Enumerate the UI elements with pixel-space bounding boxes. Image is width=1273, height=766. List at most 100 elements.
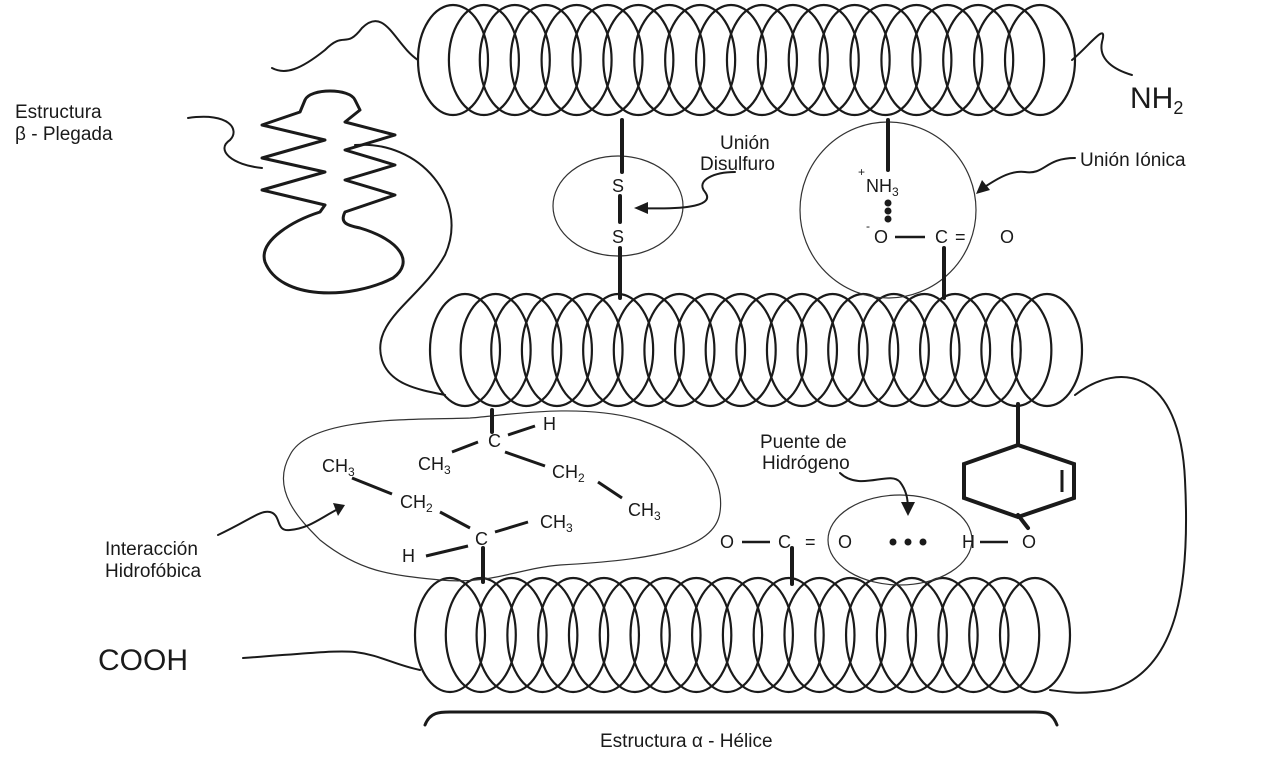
disulfide-label-line1: Unión <box>720 133 770 154</box>
helix-coil-loop <box>919 292 992 408</box>
helix-coil-loop <box>428 292 502 408</box>
helix-coil-loop <box>602 3 675 117</box>
helix-coil-loop <box>537 576 610 694</box>
hbond-dot-3 <box>919 538 927 546</box>
helix-coil-loop <box>783 576 856 694</box>
helix-coil-loop <box>509 3 582 117</box>
lower-ch3: CH3 <box>540 512 573 535</box>
carbonyl-carbon: C <box>778 532 791 552</box>
beta-sheet-label-line1: Estructura <box>15 102 102 123</box>
helix-coil-loop <box>612 292 685 408</box>
hbond-dot-1 <box>889 538 897 546</box>
carboxylate-oxygen-double: O <box>1000 227 1014 247</box>
terminal-ch3-left: CH3 <box>322 456 355 479</box>
upper-c-ch2-bond <box>504 450 546 468</box>
helix-coil-loop <box>413 576 487 694</box>
helix-coil-loop <box>664 3 737 117</box>
cooh-terminal-chain <box>242 650 421 671</box>
helix-coil-loop <box>880 3 953 117</box>
helix-coil-loop <box>478 3 551 117</box>
hydroxyl-oxygen: O <box>1022 532 1036 552</box>
helix-coil-loop <box>911 3 984 117</box>
ionic-bond-label: Unión Iónica <box>1080 150 1186 171</box>
helix-coil-loop <box>725 3 799 117</box>
helix-coil-loop <box>629 576 702 694</box>
helix-coil-loop <box>787 3 860 117</box>
helix-coil-loop <box>857 292 930 408</box>
helix-coil-loop <box>582 292 655 408</box>
ionic-label-arrow <box>979 157 1076 191</box>
lower-carbon: C <box>475 529 488 549</box>
lower-ch2-c-bond <box>439 510 471 530</box>
carboxylate-double-bond: = <box>955 227 966 247</box>
helix-coil-loop <box>660 576 733 694</box>
helix-coil-loop <box>506 576 579 694</box>
hydrophobic-blob <box>282 410 722 582</box>
hydrophobic-arrowhead <box>333 503 345 516</box>
backbone-top-to-beta <box>271 20 419 72</box>
helix-coil-loop <box>459 292 532 408</box>
helix-coil-loop <box>416 3 490 117</box>
lower-ch3-ch2-bond <box>351 476 393 496</box>
nh3-group: NH3 <box>866 176 899 199</box>
helix-coil-loop <box>844 576 918 694</box>
helix-coil-loop <box>447 3 520 117</box>
helix-coil-loop <box>633 3 706 117</box>
hydrophobic-label-arrow <box>217 507 341 536</box>
disulfide-arrowhead <box>634 202 648 214</box>
disulfide-label-line2: Disulfuro <box>700 154 775 175</box>
sulfur-atom-top: S <box>612 176 624 196</box>
hydrogen-bond-label-line2: Hidrógeno <box>762 453 850 474</box>
helix-coil-loop <box>551 292 624 408</box>
alpha-helix-middle <box>428 292 1084 408</box>
nh2-terminal-label: NH2 <box>1130 82 1183 118</box>
helix-coil-loop <box>942 3 1015 117</box>
beta-label-arrow <box>187 115 263 169</box>
helix-coil-loop <box>980 292 1053 408</box>
helix-coil-loop <box>752 576 825 694</box>
upper-c-ch3-bond <box>451 440 479 454</box>
backbone-beta-to-mid <box>354 143 453 396</box>
helix-coil-loop <box>704 292 777 408</box>
helix-coil-loop <box>949 292 1022 408</box>
nh2-terminal-chain <box>1071 32 1133 76</box>
helix-coil-loop <box>906 576 979 694</box>
hydrophobic-label-line2: Hidrofóbica <box>105 561 202 582</box>
hydroxyl-hydrogen: H <box>962 532 975 552</box>
upper-c-h-bond <box>507 424 536 437</box>
helix-coil-loop <box>756 3 829 117</box>
ionic-dot-1 <box>884 199 892 207</box>
backbone-mid-to-bottom <box>1049 376 1188 694</box>
alpha-helix-label: Estructura α - Hélice <box>600 731 773 752</box>
alpha-helix-brace <box>423 710 1059 727</box>
helix-coil-loop <box>827 292 900 408</box>
upper-hydrogen: H <box>543 414 556 434</box>
phenol-ring <box>962 442 1076 520</box>
upper-carbon: C <box>488 431 501 451</box>
helix-coil-loop <box>520 292 593 408</box>
helix-coil-loop <box>694 3 768 117</box>
ionic-dot-3 <box>884 215 892 223</box>
lower-c-ch3-bond <box>494 520 529 534</box>
beta-sheet-label-line2: β - Plegada <box>15 124 113 145</box>
carbonyl-oxygen: O <box>838 532 852 552</box>
lower-ch2: CH2 <box>400 492 433 515</box>
ionic-arrowhead <box>976 180 990 194</box>
upper-ch3: CH3 <box>418 454 451 477</box>
helix-coil-loop <box>643 292 716 408</box>
hbond-dot-2 <box>904 538 912 546</box>
hydrogen-label-arrow <box>839 472 909 511</box>
helix-coil-loop <box>973 3 1046 117</box>
hydrogen-bond-circle <box>827 494 973 586</box>
helix-coil-loop <box>673 292 747 408</box>
ion-negative-charge: - <box>866 219 870 233</box>
helix-coil-loop <box>735 292 808 408</box>
helix-coil-loop <box>691 576 764 694</box>
carboxylate-carbon: C <box>935 227 948 247</box>
helix-coil-loop <box>937 576 1010 694</box>
carbonyl-o-left: O <box>720 532 734 552</box>
helix-coil-loop <box>968 576 1041 694</box>
helix-coil-loop <box>818 3 891 117</box>
helix-coil-loop <box>998 576 1072 694</box>
